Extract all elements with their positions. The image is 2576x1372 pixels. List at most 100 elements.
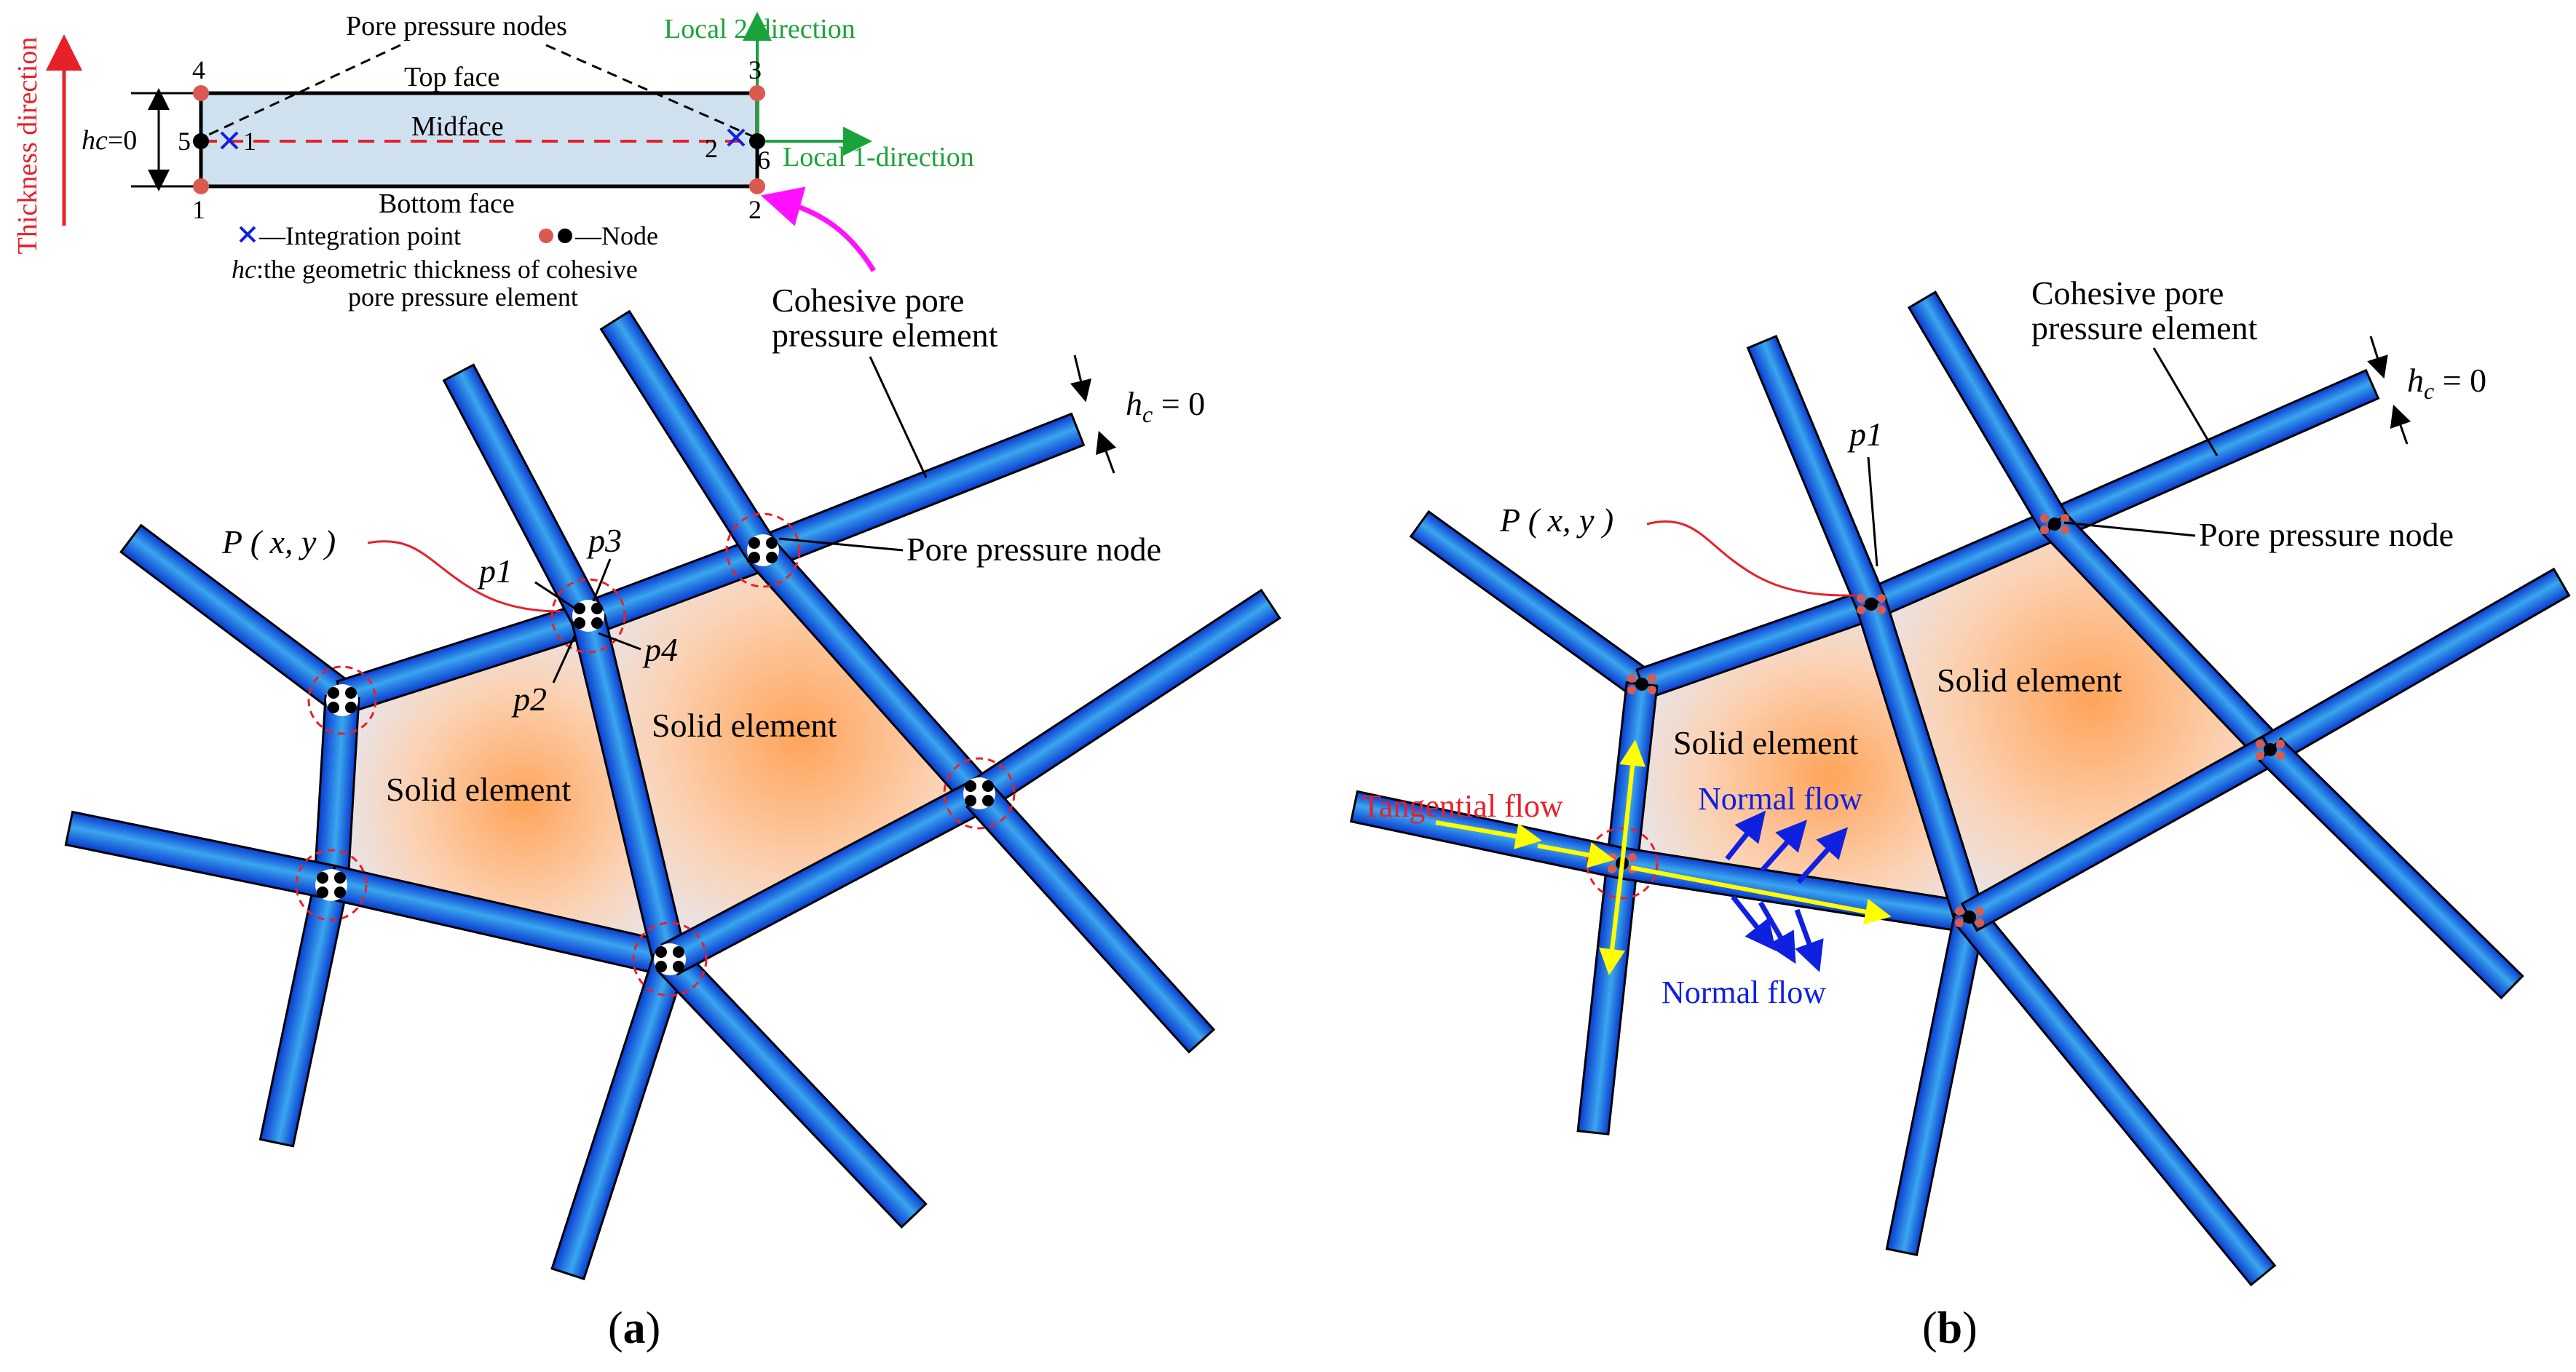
a-pxy-leader	[367, 540, 561, 613]
b-cohesive-label-line2: pressure element	[2031, 309, 2258, 346]
a-pore-node-dot	[965, 795, 976, 806]
a-pore-node-dot	[982, 795, 994, 806]
a-pore-node-dot	[334, 887, 346, 898]
legend-integration-icon	[239, 226, 256, 243]
node-number-4: 4	[192, 55, 205, 84]
a-pore-node-dot	[345, 702, 357, 713]
b-cohesive-bar	[2261, 567, 2571, 765]
a-p1-leader	[534, 581, 576, 610]
a-pore-node-label: Pore pressure node	[906, 531, 1161, 568]
a-pore-node-dot	[328, 687, 339, 699]
b-pore-node-dot	[1865, 598, 1878, 611]
normal-flow-label-1: Normal flow	[1698, 781, 1862, 817]
a-p4-leader	[598, 632, 641, 651]
b-solid-label-1: Solid element	[1673, 724, 1858, 761]
normal-flow-label-2: Normal flow	[1662, 975, 1826, 1010]
a-pore-node-dot	[317, 887, 328, 898]
b-node-dot	[2256, 751, 2264, 760]
a-cohesive-leader	[869, 356, 928, 478]
a-cohesive-bar	[656, 946, 928, 1229]
a-cohesive-bar	[965, 782, 1216, 1054]
b-node-dot	[1975, 919, 1984, 927]
b-pxy-label: P ( x, y )	[1499, 501, 1613, 539]
b-caption: (b)	[1922, 1304, 1978, 1353]
b-cohesive-bar	[1409, 509, 1653, 699]
a-p3-leader	[592, 558, 612, 602]
a-pore-node-dot	[328, 702, 339, 713]
b-node-dot	[1627, 686, 1636, 694]
node-circles-a	[295, 512, 1016, 997]
b-node-dot	[2040, 526, 2049, 534]
b-node-dot	[2256, 739, 2264, 748]
node-number-1: 1	[192, 195, 205, 224]
b-node-dot	[2061, 526, 2069, 534]
a-p4-label: p4	[642, 631, 678, 668]
a-p1-label: p1	[477, 552, 513, 590]
a-node-circle	[550, 578, 626, 654]
a-p3-label: p3	[586, 522, 622, 559]
b-cohesive-bar	[1746, 334, 1887, 612]
legend-node-black-icon	[558, 229, 572, 243]
midface-label: Midface	[411, 111, 504, 142]
pore-pressure-nodes-label: Pore pressure nodes	[346, 11, 567, 41]
node-number-6: 6	[757, 146, 770, 175]
integration-point-2	[727, 128, 746, 147]
a-hc-arrow-top	[1070, 354, 1092, 403]
b-pore-node-leader	[2063, 521, 2196, 537]
a-pore-node-dot	[574, 603, 585, 614]
b-p1-label: p1	[1847, 416, 1883, 453]
b-p1-leader	[1867, 456, 1878, 567]
a-pore-node-dot	[748, 537, 760, 549]
b-node-dot	[2061, 514, 2069, 523]
b-node-dot	[2040, 514, 2049, 523]
panel-a: Cohesive pore pressure element hc = 0 P …	[64, 282, 1281, 1353]
a-p2-leader	[552, 634, 577, 683]
b-hc-label: hc = 0	[2407, 362, 2486, 404]
b-node-dot	[1648, 674, 1656, 683]
b-hc-arrow-top	[2367, 336, 2388, 379]
node-4	[193, 85, 209, 101]
a-pore-node-dot	[748, 552, 760, 563]
a-cohesive-bar	[599, 309, 779, 564]
b-cohesive-label-line1: Cohesive pore	[2031, 274, 2224, 312]
a-hc-label: hc = 0	[1126, 385, 1205, 427]
b-node-dot	[2276, 739, 2285, 748]
hc-definition-line2: pore pressure element	[348, 282, 578, 312]
a-pore-node-dot	[317, 872, 328, 884]
b-node-dot	[1877, 606, 1886, 614]
tangential-flow-arrows	[1435, 739, 1892, 975]
node-5	[193, 133, 209, 149]
a-cohesive-bar	[550, 953, 687, 1280]
b-cohesive-bar	[2047, 368, 2380, 540]
b-node-dot	[1648, 686, 1656, 694]
a-cohesive-label-line1: Cohesive pore	[772, 282, 964, 319]
integration-number-1: 1	[243, 127, 256, 156]
a-pore-node-dot	[965, 780, 976, 792]
a-pore-node-dot	[982, 780, 994, 792]
a-pxy-label: P ( x, y )	[221, 523, 336, 560]
a-node-circle	[307, 665, 377, 735]
b-node-dot	[1608, 853, 1616, 862]
a-node-circle	[725, 512, 801, 588]
b-cohesive-leader	[2152, 347, 2219, 456]
b-node-dot	[1857, 606, 1865, 614]
a-solid-label-1: Solid element	[386, 771, 571, 808]
legend-node-red-icon	[539, 229, 553, 243]
a-solid-label-2: Solid element	[652, 707, 837, 744]
b-pore-node-dot	[2048, 518, 2061, 531]
b-pore-node-dot	[2264, 743, 2277, 756]
b-cohesive-bar	[1956, 905, 2277, 1287]
bottom-face-label: Bottom face	[379, 189, 515, 219]
a-pore-node-dot	[655, 961, 667, 972]
top-face-label: Top face	[404, 62, 499, 92]
legend-integration-label: —Integration point	[258, 221, 461, 250]
magenta-curve-arrow	[761, 186, 876, 272]
a-hc-arrow-bottom	[1096, 430, 1117, 474]
b-pore-node-label: Pore pressure node	[2199, 516, 2454, 553]
b-node-dot	[1857, 594, 1865, 603]
local2-label: Local 2-direction	[664, 14, 856, 44]
leader-node6	[545, 44, 758, 140]
b-node-dot	[1955, 919, 1964, 927]
node-number-3: 3	[748, 55, 762, 84]
